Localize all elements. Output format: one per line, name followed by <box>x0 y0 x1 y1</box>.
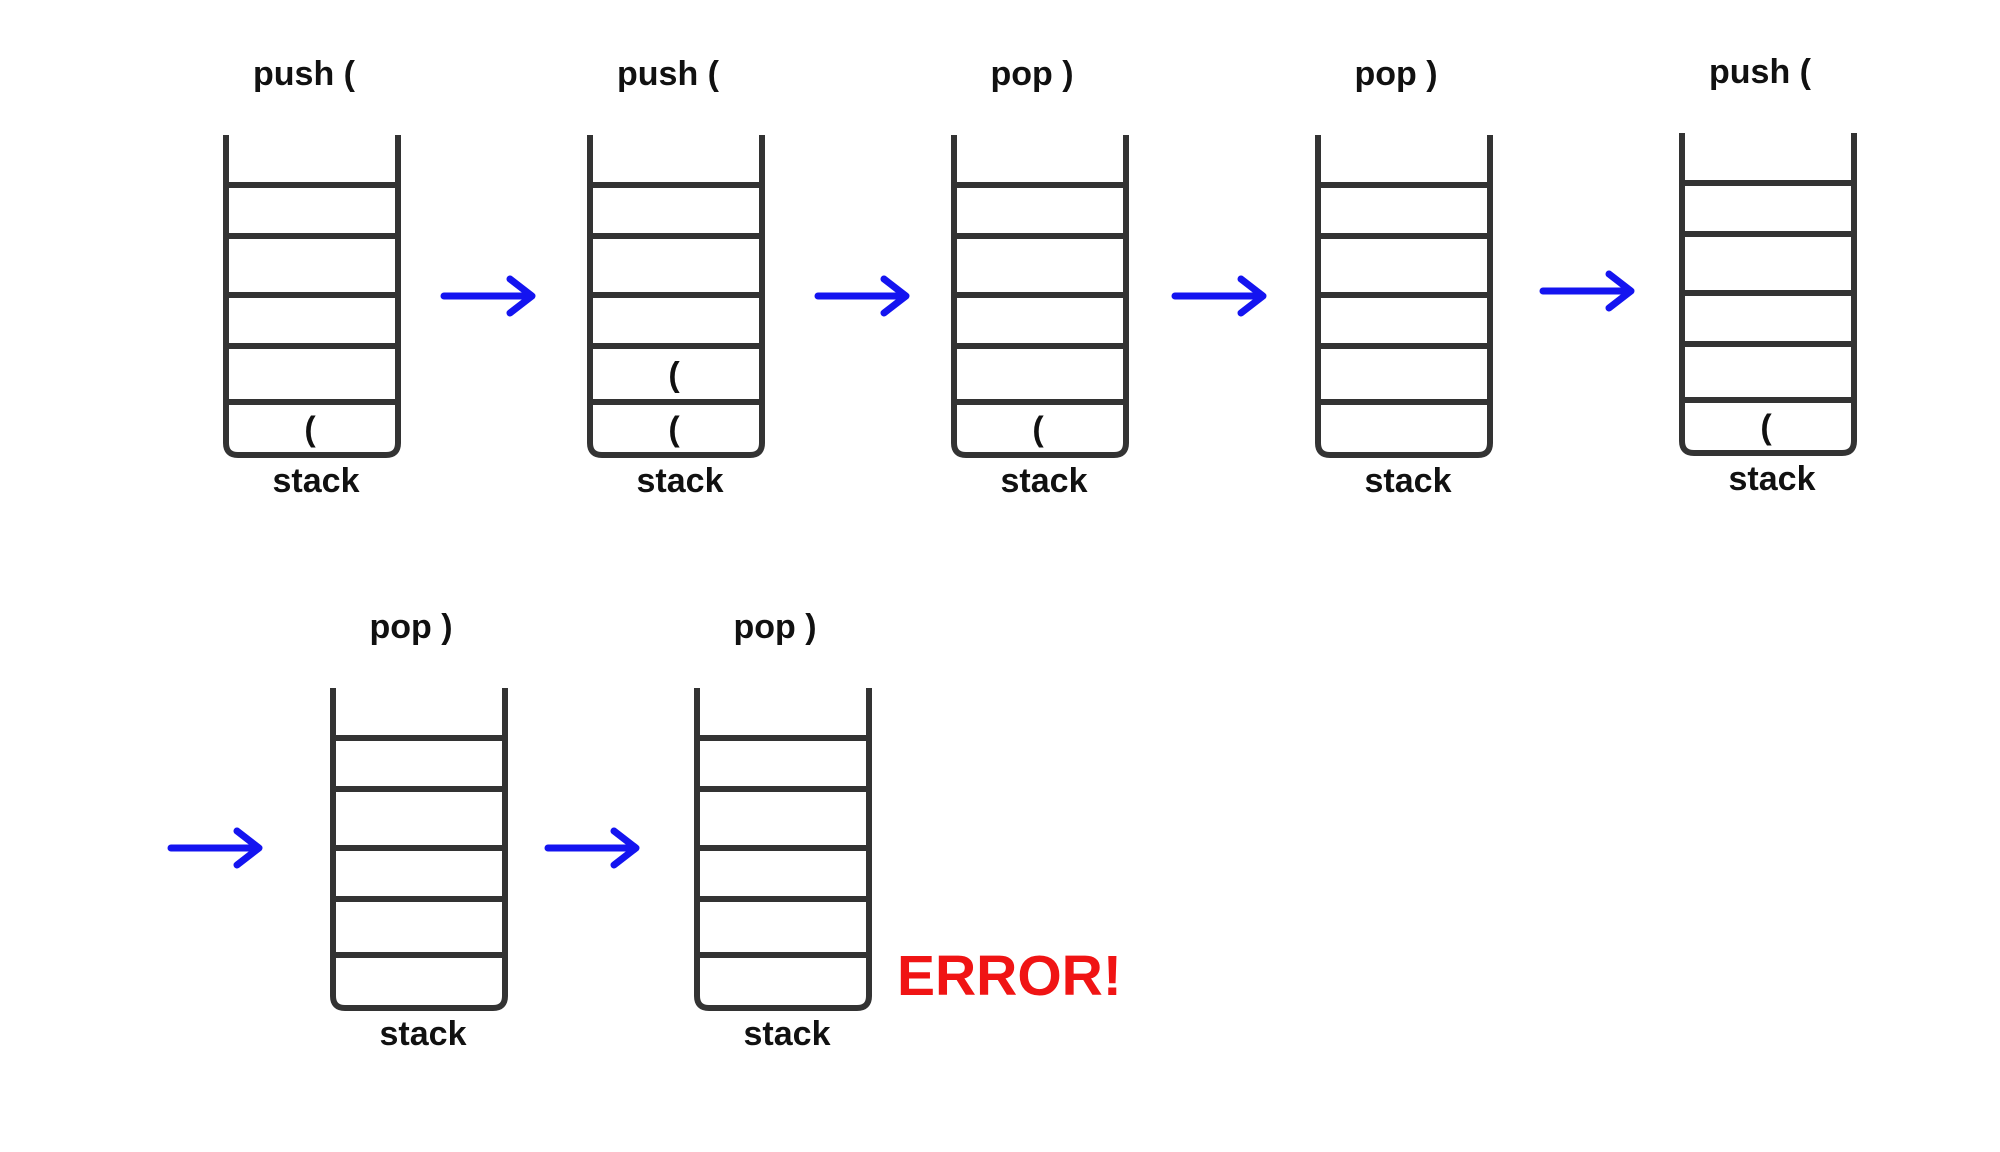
stack-container <box>223 135 401 458</box>
right-arrow-icon <box>440 275 536 317</box>
stack-step: ( push ( stack <box>1679 53 1857 498</box>
operation-label: push ( <box>253 55 356 93</box>
stack-item: ( <box>1760 409 1772 447</box>
stack-item: ( <box>1032 411 1044 449</box>
stack-item: ( <box>668 356 680 394</box>
stack-label: stack <box>1729 460 1816 498</box>
stack-label: stack <box>1001 462 1088 500</box>
stacks-layer: (push (stack((push (stack(pop )stackpop … <box>223 53 1857 1053</box>
operation-label: push ( <box>617 55 720 93</box>
operation-label: pop ) <box>369 608 452 646</box>
stack-container <box>330 688 508 1011</box>
stack-container <box>1315 135 1493 458</box>
right-arrow-icon <box>544 827 640 869</box>
operation-label: pop ) <box>1354 55 1437 93</box>
stack-label: stack <box>744 1015 831 1053</box>
right-arrow-icon <box>814 275 910 317</box>
stack-step: ( push ( stack <box>223 55 401 500</box>
right-arrow-icon <box>167 827 263 869</box>
stack-item: ( <box>304 411 316 449</box>
right-arrow-icon <box>1539 270 1635 312</box>
right-arrow-icon <box>1171 275 1267 317</box>
stack-container <box>587 135 765 458</box>
operation-label: pop ) <box>733 608 816 646</box>
stack-item: ( <box>668 411 680 449</box>
stack-container <box>694 688 872 1011</box>
stack-step: pop ) stack <box>694 608 872 1053</box>
stack-container <box>951 135 1129 458</box>
error-label: ERROR! <box>897 944 1122 1008</box>
stack-label: stack <box>1365 462 1452 500</box>
stack-label: stack <box>380 1015 467 1053</box>
stack-container <box>1679 133 1857 456</box>
stack-step: pop ) stack <box>330 608 508 1053</box>
stack-step: ( pop ) stack <box>951 55 1129 500</box>
stack-label: stack <box>637 462 724 500</box>
arrows-layer <box>167 270 1635 869</box>
stack-label: stack <box>273 462 360 500</box>
operation-label: push ( <box>1709 53 1812 91</box>
stack-step: pop ) stack <box>1315 55 1493 500</box>
stack-step: ( ( push ( stack <box>587 55 765 500</box>
operation-label: pop ) <box>990 55 1073 93</box>
